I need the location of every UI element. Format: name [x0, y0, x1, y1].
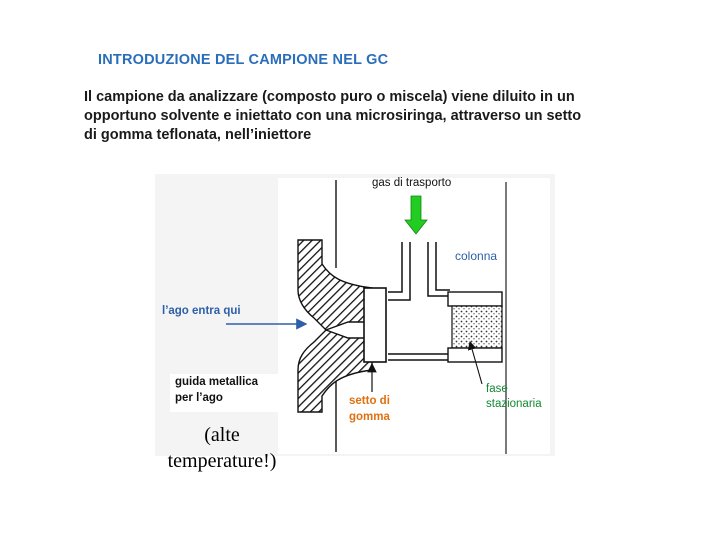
label-metal-guide-1: guida metallica	[175, 376, 259, 388]
note-line-1: (alte	[204, 424, 240, 446]
label-bg-setto	[345, 392, 469, 426]
note-line-2: temperature!)	[167, 450, 277, 472]
intro-line-3: di gomma teflonata, nell’iniettore	[84, 127, 312, 143]
septum	[363, 287, 387, 363]
label-needle-entry: l’ago entra qui	[162, 305, 241, 317]
intro-line-2: opportuno solvente e iniettato con una m…	[84, 108, 582, 124]
phase-arrow	[467, 340, 483, 385]
label-bg-guida	[170, 374, 280, 412]
intro-paragraph: Il campione da analizzare (composto puro…	[84, 88, 644, 145]
label-septum-2: gomma	[349, 411, 390, 423]
intro-line-1: Il campione da analizzare (composto puro…	[84, 89, 575, 105]
label-column: colonna	[455, 249, 498, 263]
label-septum-1: setto di	[349, 395, 390, 407]
carrier-gas-arrow	[404, 195, 428, 235]
label-stationary-phase-1: fase	[486, 383, 508, 395]
slide-title: INTRODUZIONE DEL CAMPIONE NEL GC	[98, 52, 389, 68]
nut-upper	[297, 239, 373, 331]
label-metal-guide-2: per l’ago	[175, 392, 223, 404]
column-packing	[451, 305, 503, 349]
high-temperature-note: (alte temperature!)	[152, 422, 292, 474]
label-stationary-phase-2: stazionaria	[486, 398, 542, 410]
column-wall-top	[447, 291, 503, 307]
label-carrier-gas: gas di trasporto	[372, 177, 452, 189]
column-tube-upper	[427, 242, 450, 297]
carrier-gas-inlet-tube	[388, 242, 411, 301]
